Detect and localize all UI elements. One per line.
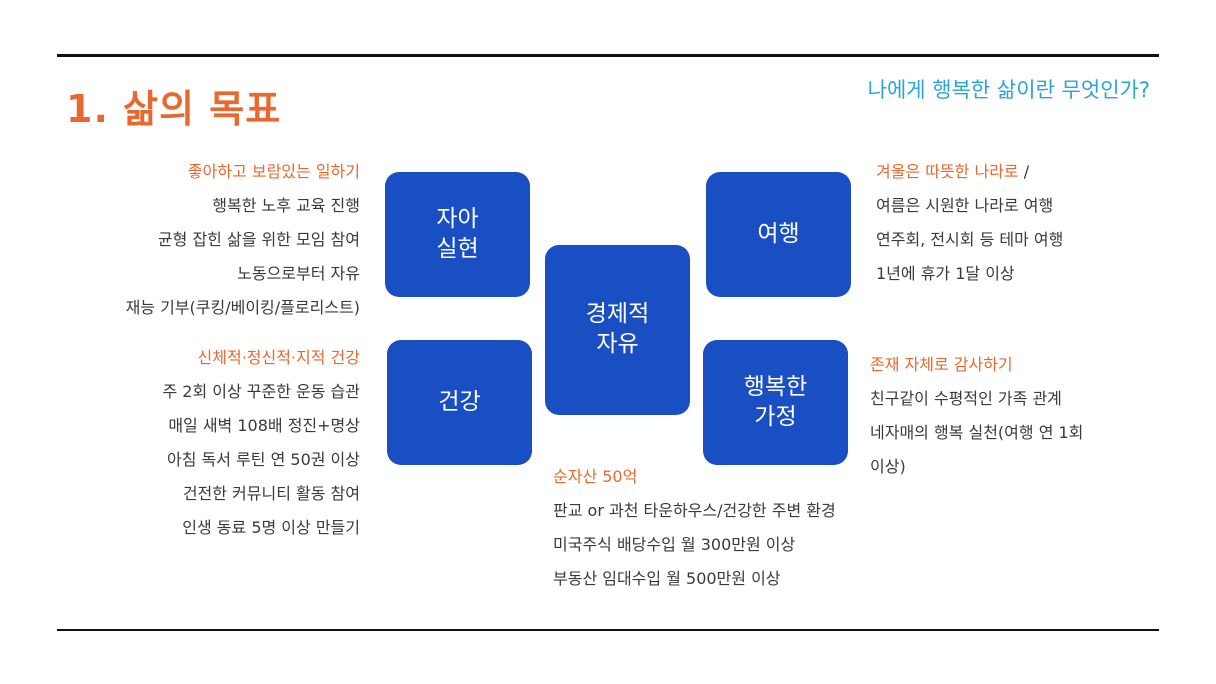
list-item: 매일 새벽 108배 정진+명상 xyxy=(168,416,360,435)
list-item: 1년에 휴가 1달 이상 xyxy=(876,264,1015,283)
page-title: 1. 삶의 목표 xyxy=(66,87,282,131)
list-item: 아침 독서 루틴 연 50권 이상 xyxy=(167,450,360,469)
self-heading: 좋아하고 보람있는 일하기 xyxy=(187,162,360,181)
list-item: 여름은 시원한 나라로 여행 xyxy=(876,196,1054,215)
list-item: 노동으로부터 자유 xyxy=(237,264,360,283)
list-item: 연주회, 전시회 등 테마 여행 xyxy=(876,230,1064,249)
self-realization-list: 좋아하고 보람있는 일하기 행복한 노후 교육 진행 균형 잡힌 삶을 위한 모… xyxy=(126,155,360,325)
travel-heading: 겨울은 따뜻한 나라로 xyxy=(876,162,1019,181)
box-happy-family: 행복한 가정 xyxy=(703,340,848,465)
box-financial-freedom: 경제적 자유 xyxy=(545,245,690,415)
list-item: 인생 동료 5명 이상 만들기 xyxy=(182,518,360,537)
list-item: 부동산 임대수입 월 500만원 이상 xyxy=(553,569,781,588)
list-item: 균형 잡힌 삶을 위한 모임 참여 xyxy=(157,230,360,249)
list-item: 미국주식 배당수입 월 300만원 이상 xyxy=(553,535,796,554)
list-item: 건전한 커뮤니티 활동 참여 xyxy=(182,484,360,503)
travel-heading-suffix: / xyxy=(1018,162,1030,181)
box-travel: 여행 xyxy=(706,172,851,297)
list-item: 이상) xyxy=(870,457,906,476)
family-heading: 존재 자체로 감사하기 xyxy=(870,355,1013,374)
finance-list: 순자산 50억 판교 or 과천 타운하우스/건강한 주변 환경 미국주식 배당… xyxy=(553,460,836,596)
page-subtitle: 나에게 행복한 삶이란 무엇인가? xyxy=(867,78,1150,102)
box-self-realization: 자아 실현 xyxy=(385,172,530,297)
health-heading: 신체적·정신적·지적 건강 xyxy=(197,348,360,367)
list-item: 주 2회 이상 꾸준한 운동 습관 xyxy=(162,382,360,401)
list-item: 행복한 노후 교육 진행 xyxy=(212,196,360,215)
family-list: 존재 자체로 감사하기 친구같이 수평적인 가족 관계 네자매의 행복 실천(여… xyxy=(870,348,1083,484)
list-item: 판교 or 과천 타운하우스/건강한 주변 환경 xyxy=(553,501,836,520)
top-divider xyxy=(57,54,1159,57)
list-item: 재능 기부(쿠킹/베이킹/플로리스트) xyxy=(125,298,360,317)
list-item: 네자매의 행복 실천(여행 연 1회 xyxy=(870,423,1084,442)
travel-list: 겨울은 따뜻한 나라로 / 여름은 시원한 나라로 여행 연주회, 전시회 등 … xyxy=(876,155,1063,291)
finance-heading: 순자산 50억 xyxy=(553,467,638,486)
health-list: 신체적·정신적·지적 건강 주 2회 이상 꾸준한 운동 습관 매일 새벽 10… xyxy=(162,341,360,545)
box-health: 건강 xyxy=(387,340,532,465)
bottom-divider xyxy=(57,629,1159,631)
list-item: 친구같이 수평적인 가족 관계 xyxy=(870,389,1062,408)
